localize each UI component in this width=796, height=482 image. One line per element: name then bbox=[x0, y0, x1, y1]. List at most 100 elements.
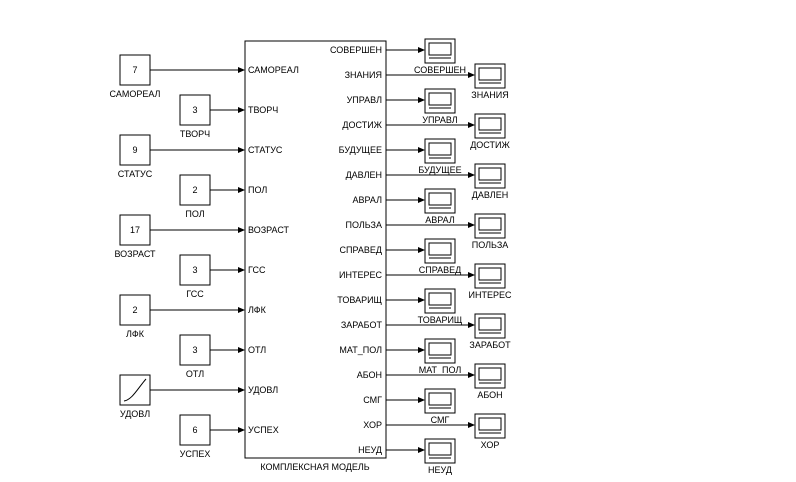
input-port-label: САМОРЕАЛ bbox=[248, 65, 299, 75]
scope-screen-icon bbox=[478, 217, 502, 231]
ramp-icon bbox=[123, 378, 147, 402]
source-value: 2 bbox=[132, 305, 137, 315]
source-block-frame[interactable] bbox=[119, 214, 151, 246]
scope-block-интерес[interactable]: ИНТЕРЕС bbox=[469, 263, 512, 300]
output-port-label: ПОЛЬЗА bbox=[345, 220, 382, 230]
source-block-frame[interactable] bbox=[119, 294, 151, 326]
subsystem-title: КОМПЛЕКСНАЯ МОДЕЛЬ bbox=[260, 462, 369, 472]
scope-block-справед[interactable]: СПРАВЕД bbox=[419, 238, 461, 275]
source-label: ПОЛ bbox=[185, 209, 204, 219]
source-label: УДОВЛ bbox=[120, 409, 150, 419]
scope-block-совершен[interactable]: СОВЕРШЕН bbox=[414, 38, 466, 75]
scope-screen-icon bbox=[428, 42, 452, 56]
scope-screen-icon bbox=[428, 142, 452, 156]
scope-label: ЗАРАБОТ bbox=[469, 340, 511, 350]
subsystem-block-body[interactable] bbox=[244, 40, 387, 459]
output-port-label: ДОСТИЖ bbox=[342, 120, 382, 130]
output-port-label: УПРАВЛ bbox=[347, 95, 382, 105]
scope-block-товарищ[interactable]: ТОВАРИЩ bbox=[418, 288, 463, 325]
source-value: 6 bbox=[192, 425, 197, 435]
output-port-label: СПРАВЕД bbox=[340, 245, 382, 255]
scope-label: СОВЕРШЕН bbox=[414, 65, 466, 75]
source-value: 3 bbox=[192, 265, 197, 275]
scope-label: ЗНАНИЯ bbox=[471, 90, 508, 100]
scope-label: ХОР bbox=[481, 440, 500, 450]
scope-label: БУДУЩЕЕ bbox=[418, 165, 461, 175]
scope-block-управл[interactable]: УПРАВЛ bbox=[422, 88, 458, 125]
input-port-label: ПОЛ bbox=[248, 185, 267, 195]
source-block-удовл[interactable]: УДОВЛ bbox=[119, 374, 151, 419]
scope-label: АВРАЛ bbox=[425, 215, 455, 225]
source-blocks: 7САМОРЕАЛ3ТВОРЧ9СТАТУС2ПОЛ17ВОЗРАСТ3ГСС2… bbox=[110, 54, 211, 459]
input-port-label: ОТЛ bbox=[248, 345, 266, 355]
scope-screen-icon bbox=[478, 167, 502, 181]
scope-label: ИНТЕРЕС bbox=[469, 290, 512, 300]
scope-block-смг[interactable]: СМГ bbox=[424, 388, 456, 425]
scope-label: УПРАВЛ bbox=[422, 115, 457, 125]
scope-block-будущее[interactable]: БУДУЩЕЕ bbox=[418, 138, 462, 175]
scope-label: ДАВЛЕН bbox=[472, 190, 508, 200]
source-block-frame[interactable] bbox=[179, 94, 211, 126]
scope-block-неуд[interactable]: НЕУД bbox=[424, 438, 456, 475]
source-value: 9 bbox=[132, 145, 137, 155]
scope-screen-icon bbox=[428, 242, 452, 256]
scope-block-заработ[interactable]: ЗАРАБОТ bbox=[469, 313, 511, 350]
source-block-frame[interactable] bbox=[179, 174, 211, 206]
subsystem-output-port-labels: СОВЕРШЕН ЗНАНИЯ УПРАВЛ ДОСТИЖ БУДУЩЕЕ ДАВЛЕН А… bbox=[330, 45, 383, 455]
source-value: 2 bbox=[192, 185, 197, 195]
scope-blocks: СОВЕРШЕН ЗНАНИЯ УПРАВЛ ДОСТИЖ БУДУЩЕЕ ДАВЛЕН А… bbox=[414, 38, 512, 475]
output-port-label: ДАВЛЕН bbox=[346, 170, 382, 180]
output-port-label: АВРАЛ bbox=[352, 195, 382, 205]
source-label: ТВОРЧ bbox=[180, 129, 210, 139]
subsystem-input-port-labels: САМОРЕАЛТВОРЧСТАТУСПОЛВОЗРАСТГССЛФКОТЛУД… bbox=[248, 65, 299, 435]
scope-label: АБОН bbox=[477, 390, 502, 400]
scope-screen-icon bbox=[478, 67, 502, 81]
scope-block-достиж[interactable]: ДОСТИЖ bbox=[470, 113, 510, 150]
scope-block-давлен[interactable]: ДАВЛЕН bbox=[472, 163, 508, 200]
scope-block-мат-пол[interactable]: МАТ_ПОЛ bbox=[419, 338, 462, 375]
scope-label: СМГ bbox=[431, 415, 450, 425]
scope-screen-icon bbox=[428, 92, 452, 106]
scope-screen-icon bbox=[478, 267, 502, 281]
scope-label: МАТ_ПОЛ bbox=[419, 365, 462, 375]
scope-label: СПРАВЕД bbox=[419, 265, 461, 275]
output-port-label: СОВЕРШЕН bbox=[330, 45, 382, 55]
source-block-frame[interactable] bbox=[179, 414, 211, 446]
complex-model-subsystem[interactable]: КОМПЛЕКСНАЯ МОДЕЛЬ САМОРЕАЛТВОРЧСТАТУСПО… bbox=[244, 40, 387, 472]
output-port-label: ХОР bbox=[363, 420, 382, 430]
input-port-label: ВОЗРАСТ bbox=[248, 225, 290, 235]
source-value: 7 bbox=[132, 65, 137, 75]
scope-block-польза[interactable]: ПОЛЬЗА bbox=[472, 213, 509, 250]
source-block-frame[interactable] bbox=[179, 334, 211, 366]
input-port-label: ГСС bbox=[248, 265, 266, 275]
source-block-frame[interactable] bbox=[119, 54, 151, 86]
scope-block-аврал[interactable]: АВРАЛ bbox=[424, 188, 456, 225]
source-label: ЛФК bbox=[126, 329, 145, 339]
scope-screen-icon bbox=[428, 392, 452, 406]
scope-block-хор[interactable]: ХОР bbox=[474, 413, 506, 450]
scope-label: ПОЛЬЗА bbox=[472, 240, 509, 250]
source-block-frame[interactable] bbox=[179, 254, 211, 286]
scope-screen-icon bbox=[428, 342, 452, 356]
source-block-frame[interactable] bbox=[119, 134, 151, 166]
scope-screen-icon bbox=[428, 192, 452, 206]
scope-screen-icon bbox=[428, 442, 452, 456]
output-port-label: ИНТЕРЕС bbox=[339, 270, 382, 280]
output-port-label: ЗНАНИЯ bbox=[345, 70, 382, 80]
scope-label: ДОСТИЖ bbox=[470, 140, 510, 150]
scope-block-абон[interactable]: АБОН bbox=[474, 363, 506, 400]
input-port-label: ТВОРЧ bbox=[248, 105, 278, 115]
output-port-label: БУДУЩЕЕ bbox=[339, 145, 382, 155]
scope-screen-icon bbox=[478, 367, 502, 381]
scope-block-знания[interactable]: ЗНАНИЯ bbox=[471, 63, 509, 100]
